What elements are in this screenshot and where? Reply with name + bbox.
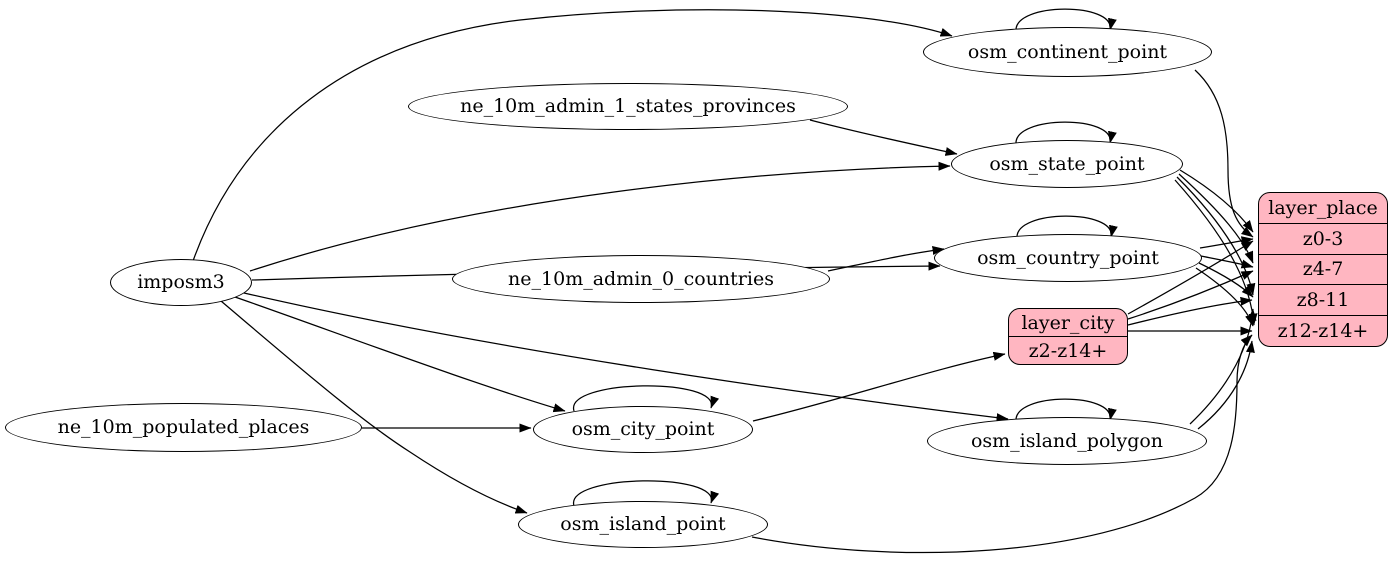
node-osm_state_point: osm_state_point bbox=[951, 140, 1183, 188]
node-osm_island_point: osm_island_point bbox=[518, 501, 768, 548]
edge-osm_island_point-to-osm_island_point bbox=[573, 480, 720, 507]
node-ne_10m_admin_0_countries: ne_10m_admin_0_countries bbox=[452, 255, 830, 303]
node-label-ne_10m_admin_0_countries: ne_10m_admin_0_countries bbox=[508, 267, 774, 290]
edge-osm_country_point-to-layer_place-z8-11 bbox=[1198, 262, 1254, 298]
edge-layer_city-to-layer_place-z4-7 bbox=[1127, 270, 1254, 320]
node-ne_10m_populated_places: ne_10m_populated_places bbox=[5, 403, 362, 452]
node-label-osm_state_point: osm_state_point bbox=[989, 152, 1145, 175]
record-row-layer_place-2: z8-11 bbox=[1259, 284, 1387, 315]
node-ne_10m_admin_1_states_provinces: ne_10m_admin_1_states_provinces bbox=[408, 83, 848, 130]
record-row-layer_place-1: z4-7 bbox=[1259, 253, 1387, 285]
record-title-layer_city: layer_city bbox=[1021, 311, 1115, 334]
record-row-layer_city-0: z2-z14+ bbox=[1009, 336, 1127, 364]
node-label-imposm3: imposm3 bbox=[137, 271, 225, 293]
node-osm_island_polygon: osm_island_polygon bbox=[927, 417, 1207, 465]
edge-osm_country_point-to-layer_place-z4-7 bbox=[1200, 255, 1254, 269]
edge-osm_island_polygon-to-layer_place-z12-z14+ bbox=[1197, 340, 1255, 430]
edge-imposm3-to-osm_state_point bbox=[249, 161, 951, 272]
edge-layer_city-to-layer_place-z0-3 bbox=[1127, 240, 1254, 315]
node-osm_city_point: osm_city_point bbox=[533, 406, 753, 453]
edge-imposm3-to-osm_island_polygon bbox=[243, 292, 1009, 423]
edge-layer_city-to-layer_place-z8-11 bbox=[1127, 296, 1253, 326]
edge-osm_state_point-to-layer_place-z4-7 bbox=[1178, 173, 1254, 264]
edge-osm_state_point-to-layer_place-z8-11 bbox=[1176, 176, 1256, 296]
node-osm_country_point: osm_country_point bbox=[934, 234, 1202, 282]
node-label-osm_continent_point: osm_continent_point bbox=[967, 40, 1168, 63]
edge-osm_island_point-to-layer_place-z12-z14+ bbox=[751, 334, 1253, 554]
record-title-layer_place: layer_place bbox=[1268, 196, 1378, 219]
edge-osm_country_point-to-layer_place-z0-3 bbox=[1199, 236, 1254, 249]
edge-osm_city_point-to-layer_city-z2-z14+ bbox=[752, 351, 1006, 422]
edge-osm_island_polygon-to-osm_island_polygon bbox=[1015, 398, 1117, 422]
edge-ne_10m_admin_1_states_provinces-to-osm_state_point bbox=[809, 119, 958, 156]
node-label-ne_10m_admin_1_states_provinces: ne_10m_admin_1_states_provinces bbox=[460, 95, 796, 117]
node-osm_continent_point: osm_continent_point bbox=[923, 27, 1212, 77]
node-label-osm_island_point: osm_island_point bbox=[560, 513, 726, 535]
edge-osm_continent_point-to-layer_place-z0-3 bbox=[1194, 69, 1254, 238]
edge-osm_state_point-to-osm_state_point bbox=[1015, 121, 1117, 145]
edge-osm_island_polygon-to-layer_place-z8-11 bbox=[1189, 308, 1257, 425]
edge-osm_country_point-to-osm_country_point bbox=[1016, 215, 1118, 239]
node-label-osm_city_point: osm_city_point bbox=[571, 418, 715, 440]
node-imposm3: imposm3 bbox=[110, 259, 252, 306]
node-label-osm_country_point: osm_country_point bbox=[977, 246, 1159, 269]
edge-imposm3-to-osm_continent_point bbox=[192, 9, 953, 262]
record-row-layer_place-3: z12-z14+ bbox=[1259, 315, 1387, 346]
edge-osm_continent_point-to-osm_continent_point bbox=[1015, 8, 1117, 32]
edge-osm_city_point-to-osm_city_point bbox=[573, 385, 720, 412]
node-label-ne_10m_populated_places: ne_10m_populated_places bbox=[57, 416, 310, 438]
edge-imposm3-to-osm_city_point bbox=[234, 296, 566, 413]
edge-osm_state_point-to-layer_place-z0-3 bbox=[1179, 169, 1254, 233]
edge-ne_10m_admin_0_countries-to-osm_country_point bbox=[827, 246, 945, 272]
node-label-osm_island_polygon: osm_island_polygon bbox=[970, 429, 1164, 452]
record-row-layer_place-0: z0-3 bbox=[1259, 222, 1387, 254]
edge-imposm3-to-osm_island_point bbox=[220, 300, 528, 514]
